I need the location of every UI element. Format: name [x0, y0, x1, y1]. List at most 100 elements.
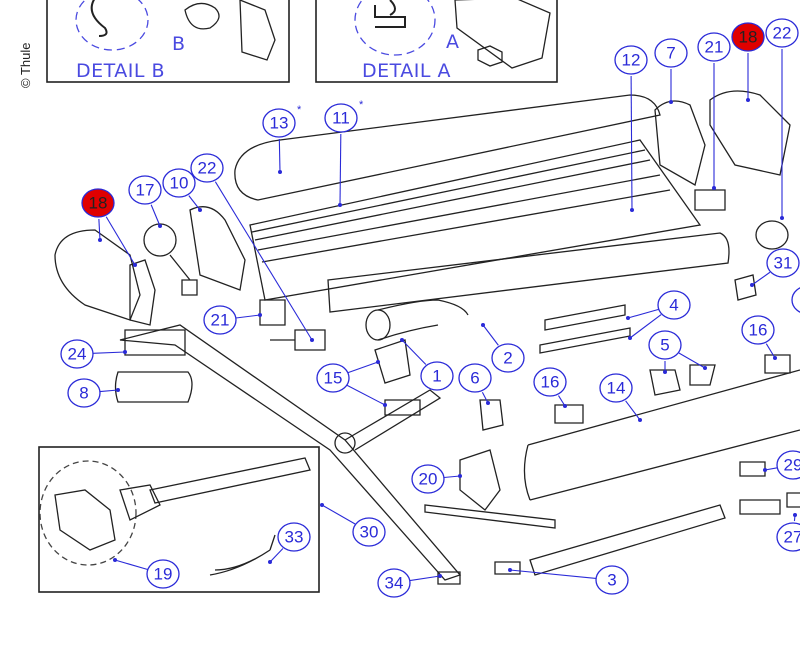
leader-arrow-29: [763, 468, 767, 472]
detail-b-part: [184, 2, 220, 30]
leader-line-29: [764, 467, 778, 471]
callout-6a: 6: [458, 363, 492, 393]
detail-a-circle: [354, 0, 436, 56]
callout-number: 8: [79, 384, 88, 403]
leader-arrow-2: [481, 323, 485, 327]
callout-circle: [648, 330, 682, 360]
callout-number: 27: [784, 528, 800, 547]
callout-number: 21: [705, 38, 724, 57]
leader-line-22b: [214, 181, 313, 341]
leader-arrow-33: [268, 560, 272, 564]
leader-line-12: [630, 75, 633, 211]
callout-circle: [741, 315, 775, 345]
callout-note: *: [297, 104, 302, 116]
leader-arrow-18b: [98, 238, 102, 242]
leader-line-6a: [481, 391, 489, 404]
part-21-right: [694, 189, 726, 211]
callout-number: 19: [154, 565, 173, 584]
leader-line-19: [114, 559, 148, 571]
callout-number: 29: [784, 456, 800, 475]
part-19-motor-cap: [54, 489, 116, 551]
callout-7: 7: [654, 38, 688, 68]
callout-circle: [411, 464, 445, 494]
leader-arrow-31: [750, 283, 754, 287]
callout-number: 5: [660, 336, 669, 355]
leader-arrow-3: [508, 568, 512, 572]
leader-line-33: [269, 548, 284, 563]
leader-arrow-18b: [133, 263, 137, 267]
leader-line-31: [751, 271, 771, 286]
callout-15: 15: [316, 363, 350, 393]
callout-number: 34: [385, 574, 404, 593]
part-13-cover: [234, 94, 661, 201]
callout-circle: [420, 361, 454, 391]
callout-number: 1: [432, 367, 441, 386]
callout-18a: 18: [731, 22, 765, 52]
part-22-right-spool: [755, 220, 789, 250]
callout-12: 12: [614, 45, 648, 75]
leader-line-21b: [235, 314, 261, 319]
part-1-roller-tube: [365, 309, 391, 341]
leader-arrow-17: [158, 224, 162, 228]
callout-number: 33: [285, 528, 304, 547]
callout-14: 14: [599, 373, 633, 403]
leader-arrow-14: [638, 418, 642, 422]
leader-line-5: [678, 352, 706, 369]
detail-b-endcap: [239, 0, 276, 61]
detail-a-marker: A: [446, 31, 460, 53]
callout-circle: [458, 363, 492, 393]
part-6-clip: [479, 399, 504, 431]
leader-line-18b: [98, 218, 101, 241]
leader-line-34: [409, 575, 441, 582]
callout-number: 13: [270, 114, 289, 133]
callout-number: 20: [419, 470, 438, 489]
callout-number: 4: [669, 296, 678, 315]
callout-circle: [316, 363, 350, 393]
part-17-gear: [143, 223, 177, 257]
part-8-shoulder: [114, 371, 193, 403]
callout-number: 7: [666, 44, 675, 63]
callout-circle: [377, 568, 411, 598]
part-arm: [119, 324, 462, 581]
callout-circle: [791, 287, 800, 313]
leader-arrow-13: [278, 170, 282, 174]
callout-circle: [776, 522, 800, 552]
callout-circle: [128, 175, 162, 205]
leader-arrow-16a: [773, 356, 777, 360]
callout-22a: 22: [765, 18, 799, 48]
callout-31: 31: [766, 248, 800, 278]
callout-24: 24: [60, 339, 94, 369]
leader-arrow-18a: [746, 98, 750, 102]
detail-a-label: DETAIL A: [362, 60, 451, 82]
leader-arrow-5: [663, 370, 667, 374]
leader-arrow-21a: [712, 186, 716, 190]
leader-arrow-6a: [486, 401, 490, 405]
leader-arrow-15: [383, 403, 387, 407]
leader-arrow-20: [458, 474, 462, 478]
callout-circle: [599, 373, 633, 403]
callout-number: 18: [739, 28, 758, 47]
part-29-27: [739, 461, 800, 515]
callout-circle: [262, 108, 296, 138]
callout-10: 10: [162, 168, 196, 198]
callout-16b: 16: [533, 367, 567, 397]
callout-circle: [595, 565, 629, 595]
callout-number: 24: [68, 345, 87, 364]
callout-number: 11: [332, 109, 350, 128]
leader-arrow-7: [669, 100, 673, 104]
part-18-endcap-right: [709, 90, 791, 176]
callout-circle: [162, 168, 196, 198]
callout-number: 2: [503, 349, 512, 368]
leader-arrow-12: [630, 208, 634, 212]
callout-number: 10: [170, 174, 189, 193]
leader-line-20: [443, 475, 461, 479]
part-20-cover: [459, 449, 501, 511]
leader-arrow-4: [626, 316, 630, 320]
callout-21a: 21: [697, 32, 731, 62]
callout-number: 30: [360, 523, 379, 542]
callout-8: 8: [67, 378, 101, 408]
part-15-plate: [374, 339, 411, 384]
callout-note: *: [359, 99, 364, 111]
leader-line-1: [401, 339, 427, 365]
